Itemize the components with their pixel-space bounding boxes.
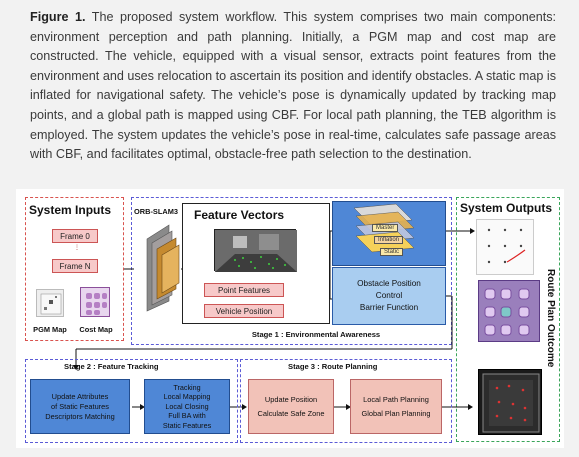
vehicle-position-box: Vehicle Position: [204, 304, 284, 318]
output-plot-image: [476, 219, 534, 275]
output-plot-graphic: [487, 228, 526, 264]
stage2-box2-line2: Local Mapping: [163, 392, 211, 402]
obstacle-cbf-box: Obstacle Position Control Barrier Functi…: [332, 267, 446, 325]
layer-master: Master: [372, 224, 399, 232]
output-costmap-image: [478, 280, 540, 342]
output-3d-map-graphic: [482, 373, 540, 433]
barrier-function-label: Barrier Function: [359, 303, 419, 312]
system-inputs-title: System Inputs: [29, 203, 112, 217]
orb-slam3-label: ORB-SLAM3: [134, 207, 178, 216]
pgm-map-graphic: [40, 293, 62, 315]
route-plan-outcome-label: Route Plan Outcome: [545, 269, 556, 368]
stage2-box1-line3: Descriptors Matching: [45, 411, 115, 421]
output-3d-map-image: [478, 369, 542, 435]
stage-3-title: Stage 3 : Route Planning: [288, 362, 378, 371]
frame-ellipsis: ⋮: [74, 245, 80, 251]
flow-arrows: [73, 228, 475, 410]
stage2-box1-line1: Update Attributes: [51, 391, 109, 401]
cost-map-image: [80, 287, 110, 317]
output-costmap-graphic: [484, 288, 530, 336]
control-label: Control: [375, 291, 403, 300]
feature-image: [214, 229, 297, 272]
stage3-box2-line1: Local Path Planning: [363, 394, 429, 404]
system-inputs-panel: [25, 197, 124, 341]
stage-2-panel: [25, 359, 238, 443]
pgm-map-label: PGM Map: [33, 325, 67, 334]
system-outputs-panel: [456, 197, 560, 442]
cost-map-graphic: [86, 293, 107, 315]
obstacle-position-label: Obstacle Position: [357, 279, 421, 288]
frame-n-box: Frame N: [52, 259, 98, 273]
stage3-box1-line2: Calculate Safe Zone: [257, 408, 325, 418]
stage2-box2-line4: Full BA with: [168, 411, 206, 421]
feature-vectors-title: Feature Vectors: [194, 208, 285, 222]
stage-1-panel: [131, 197, 452, 345]
stage3-box1-line1: Update Position: [264, 394, 318, 404]
stage-1-label: Stage 1 : Environmental Awareness: [251, 330, 381, 339]
orb-slam3-graphic: [146, 224, 180, 312]
figure-caption-text: The proposed system workflow. This syste…: [30, 10, 556, 162]
frame-0-box: Frame 0: [52, 229, 98, 243]
stage-2-title: Stage 2 : Feature Tracking: [64, 362, 159, 371]
point-features-box: Point Features: [204, 283, 284, 297]
update-position-box: Update Position Calculate Safe Zone: [248, 379, 334, 434]
figure-caption: Figure 1. The proposed system workflow. …: [30, 8, 556, 165]
stage3-box2-line2: Global Plan Planning: [361, 408, 431, 418]
system-outputs-title: System Outputs: [460, 201, 553, 215]
cost-map-label: Cost Map: [79, 325, 113, 334]
layer-inflation: Inflation: [374, 236, 404, 244]
feature-image-graphic: [215, 230, 297, 272]
stage2-box2-line5: Static Features: [162, 420, 212, 430]
update-attributes-box: Update Attributes of Static Features Des…: [30, 379, 130, 434]
pgm-map-image: [36, 289, 64, 317]
orb-slam3-stack: [143, 221, 181, 313]
path-planning-box: Local Path Planning Global Plan Planning: [350, 379, 442, 434]
stage2-box2-line3: Local Closing: [165, 401, 209, 411]
stage2-box2-line1: Tracking: [173, 382, 201, 392]
figure-label: Figure 1.: [30, 10, 86, 24]
stage-3-panel: [240, 359, 452, 443]
tracking-box: Tracking Local Mapping Local Closing Ful…: [144, 379, 230, 434]
stage2-box1-line2: of Static Features: [51, 401, 109, 411]
workflow-figure: System Inputs Frame 0 ⋮ Frame N PGM Map …: [16, 189, 564, 448]
layer-static: Static: [380, 248, 404, 256]
